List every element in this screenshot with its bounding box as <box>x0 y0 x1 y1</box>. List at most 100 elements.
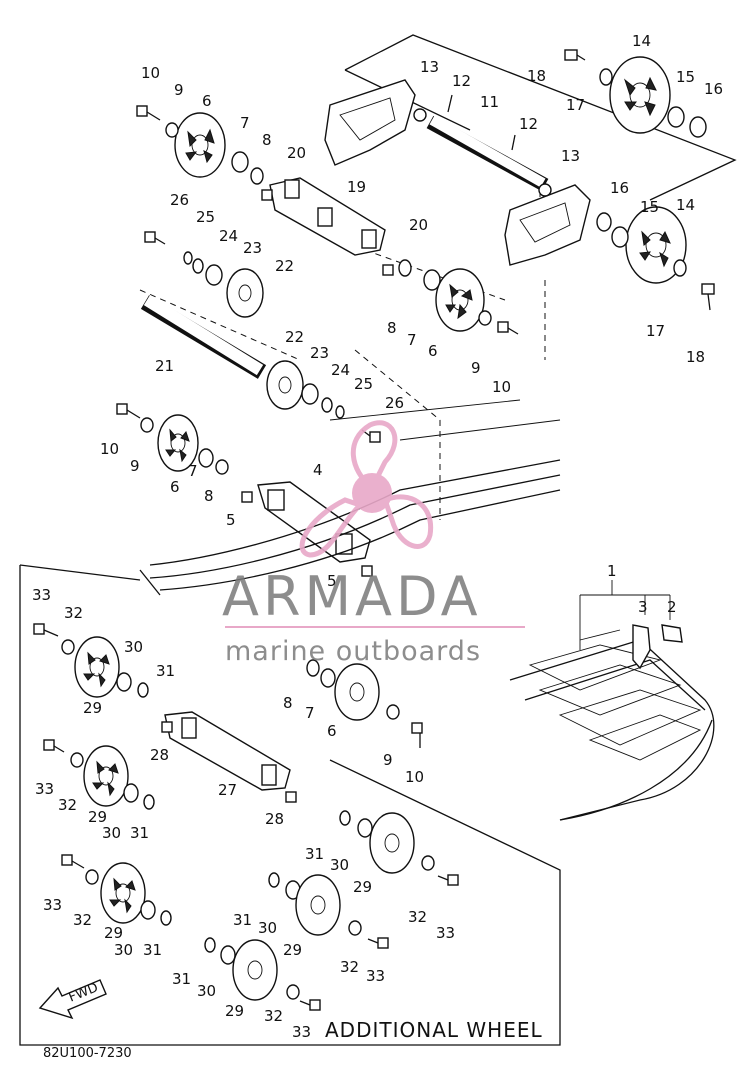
callout: 31 <box>172 970 191 988</box>
callout: 8 <box>387 319 397 337</box>
wheel-29-a <box>74 636 120 698</box>
callout: 22 <box>275 257 294 275</box>
callout: 33 <box>43 896 62 914</box>
callout: 32 <box>58 796 77 814</box>
propeller-logo-icon <box>299 420 434 558</box>
washer-9-upper-left <box>165 122 179 138</box>
callout: 24 <box>331 361 350 379</box>
callout: 31 <box>305 845 324 863</box>
bolt-33-d <box>437 874 459 886</box>
washer-32-a <box>61 639 75 655</box>
callout: 25 <box>354 375 373 393</box>
callout-numbers: 10 9 6 7 8 20 19 13 12 11 12 13 18 17 14… <box>32 32 723 1041</box>
washer-31-c <box>339 810 351 826</box>
bolt-10-mid-right <box>497 321 519 335</box>
washer-8-lower <box>306 659 320 677</box>
bearing-15-upper <box>667 106 685 128</box>
bearing-30-b <box>123 783 139 803</box>
washer-16-right <box>596 212 612 232</box>
callout: 7 <box>305 704 315 722</box>
callout: 27 <box>218 781 237 799</box>
callout: 29 <box>283 941 302 959</box>
callout: 1 <box>607 562 617 580</box>
washer-25-upper <box>183 251 193 265</box>
washer-9-mid-right <box>478 310 492 326</box>
bearing-7-mid-left <box>198 448 214 468</box>
wheel-29-b <box>83 745 129 807</box>
nut-13 <box>413 108 552 197</box>
callout: 25 <box>196 208 215 226</box>
callout: 33 <box>366 967 385 985</box>
washer-17-right <box>673 259 687 277</box>
callout: 6 <box>428 342 438 360</box>
bearing-30-c <box>357 818 373 838</box>
callout: 30 <box>258 919 277 937</box>
shaft-21 <box>140 294 267 379</box>
callout: 29 <box>104 924 123 942</box>
callout: 33 <box>35 780 54 798</box>
wheel-22-upper <box>226 268 264 318</box>
washer-9-lower <box>386 704 400 720</box>
callout: 16 <box>704 80 723 98</box>
callout: 14 <box>632 32 651 50</box>
bearing-30-d <box>140 900 156 920</box>
bolt-28-a <box>161 721 173 733</box>
clip-2 <box>661 624 683 643</box>
callout: 7 <box>188 462 198 480</box>
callout: 31 <box>156 662 175 680</box>
watermark-brand: ARMADA <box>222 565 482 628</box>
bearing-7-lower <box>320 668 336 688</box>
axle-27 <box>164 711 291 791</box>
callout: 10 <box>141 64 160 82</box>
callout: 14 <box>676 196 695 214</box>
callout: 20 <box>409 216 428 234</box>
callout: 5 <box>327 572 337 590</box>
washer-32-e <box>348 920 362 936</box>
bolt-18-upper <box>564 49 586 61</box>
callout: 26 <box>385 394 404 412</box>
washer-31-b <box>143 794 155 810</box>
bolt-10-mid-left <box>116 403 141 419</box>
callout: 29 <box>225 1002 244 1020</box>
callout: 7 <box>407 331 417 349</box>
callout: 8 <box>262 131 272 149</box>
bolt-33-a <box>33 623 59 637</box>
wheel-29-d <box>100 862 146 924</box>
callout: 11 <box>480 93 499 111</box>
callout: 33 <box>32 586 51 604</box>
bearing-30-f <box>220 945 236 965</box>
callout: 17 <box>566 96 585 114</box>
bolt-10-lower <box>411 722 423 748</box>
callout: 33 <box>292 1023 311 1041</box>
callout: 12 <box>519 115 538 133</box>
callout: 30 <box>124 638 143 656</box>
right-bracket <box>504 184 591 266</box>
callout: 10 <box>100 440 119 458</box>
washer-31-e <box>268 872 280 888</box>
bolt-18-right <box>701 283 715 311</box>
washer-31-f <box>204 937 216 953</box>
wheel-6-mid-right <box>435 268 485 332</box>
callout: 9 <box>471 359 481 377</box>
wheel-29-e <box>295 874 341 936</box>
bolt-33-e <box>367 937 389 949</box>
callout: 23 <box>243 239 262 257</box>
callout: 28 <box>265 810 284 828</box>
bolt-26-upper <box>144 231 166 245</box>
washer-8-mid-left <box>215 459 229 475</box>
callout: 32 <box>408 908 427 926</box>
callout: 30 <box>197 982 216 1000</box>
washer-8-upper-left <box>250 167 264 185</box>
axle-19 <box>269 177 386 256</box>
bolt-33-c <box>61 854 85 869</box>
washer-24-lower <box>321 397 333 413</box>
callout: 6 <box>202 92 212 110</box>
washer-9-mid-left <box>140 417 154 433</box>
pin-12 <box>447 94 516 151</box>
callout: 24 <box>219 227 238 245</box>
callout: 2 <box>667 598 677 616</box>
callout: 33 <box>436 924 455 942</box>
callout: 26 <box>170 191 189 209</box>
left-bracket <box>324 79 416 166</box>
